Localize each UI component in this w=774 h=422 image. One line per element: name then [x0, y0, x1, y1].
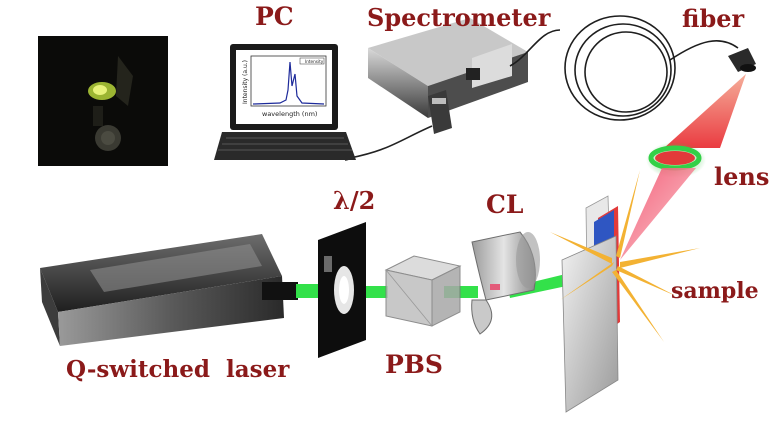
screen-xlabel: wavelength (nm) — [262, 110, 317, 118]
label-pc: PC — [255, 2, 294, 31]
label-lens: lens — [714, 162, 770, 191]
screen-ylabel: Intensity (a.u.) — [242, 60, 249, 104]
laptop-pc — [214, 44, 356, 160]
screen-legend: Intensity — [305, 59, 324, 64]
half-wave-plate — [318, 222, 366, 358]
usb-cable — [349, 125, 433, 159]
fiber-optic-cable — [509, 15, 739, 121]
label-half-wave-plate: λ/2 — [333, 186, 376, 215]
emission-sparks — [550, 170, 700, 342]
collecting-lens — [648, 145, 702, 171]
screen-spectrum-plot — [250, 55, 327, 107]
spectrometer-device — [368, 18, 528, 134]
label-cl: CL — [486, 190, 524, 219]
label-fiber: fiber — [682, 4, 745, 33]
label-sample: sample — [671, 278, 759, 304]
label-pbs: PBS — [385, 350, 443, 379]
collected-emission — [664, 74, 746, 148]
label-spectrometer: Spectrometer — [367, 3, 551, 32]
polarizing-beam-splitter — [384, 255, 462, 327]
q-switched-laser — [40, 234, 298, 346]
sample-stack — [561, 195, 620, 413]
cylindrical-lens — [471, 231, 540, 335]
fiber-head — [728, 48, 756, 72]
label-q-switched-laser: Q-switched laser — [66, 356, 290, 383]
sample-photo — [38, 36, 168, 166]
sample-emission — [620, 168, 696, 260]
